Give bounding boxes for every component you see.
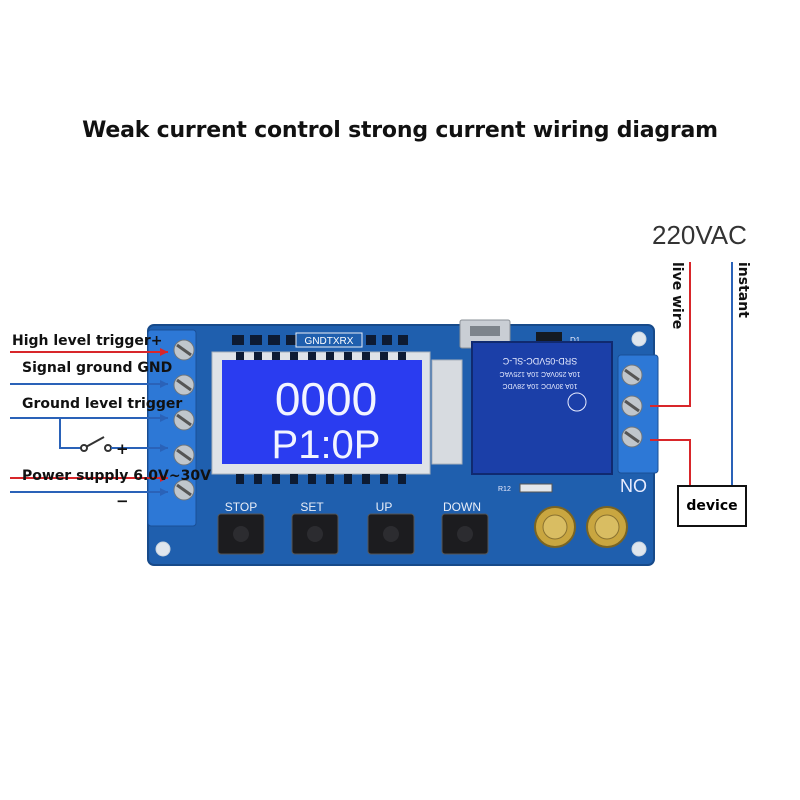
pin-header-label: GNDTXRX bbox=[305, 336, 354, 347]
right-terminal-block bbox=[617, 354, 659, 474]
instant-label: instant bbox=[735, 262, 751, 318]
device-box: device bbox=[677, 485, 747, 527]
pin-header-top bbox=[232, 335, 298, 345]
capacitor bbox=[586, 506, 628, 548]
relay-model: SRD-05VDC-SL-C bbox=[502, 356, 577, 366]
mounting-hole bbox=[631, 331, 647, 347]
resistor-label: R12 bbox=[498, 486, 511, 493]
relay-rating-dc: 10A 30VDC 10A 28VDC bbox=[502, 382, 577, 389]
set-button bbox=[291, 513, 339, 555]
pin-header-right bbox=[366, 335, 408, 345]
live-wire bbox=[650, 262, 691, 407]
capacitor bbox=[534, 506, 576, 548]
relay bbox=[471, 341, 613, 475]
left-wires bbox=[10, 351, 168, 493]
right-wires bbox=[650, 262, 733, 485]
set-button-label: SET bbox=[300, 500, 324, 514]
up-button bbox=[367, 513, 415, 555]
high-level-trigger-label: High level trigger+ bbox=[12, 333, 163, 349]
power-supply-label: Power supply 6.0V~30V bbox=[22, 468, 211, 484]
relay-rating-ac: 10A 250VAC 10A 125VAC bbox=[499, 370, 580, 377]
diagram-title: Weak current control strong current wiri… bbox=[82, 118, 718, 143]
ground-level-trigger-label: Ground level trigger bbox=[22, 396, 183, 412]
up-button-label: UP bbox=[376, 500, 393, 514]
signal-ground-label: Signal ground GND bbox=[22, 360, 173, 376]
lcd-screen bbox=[222, 360, 422, 464]
resistor bbox=[519, 483, 553, 493]
lcd-bottom-digits: P1:0P bbox=[272, 423, 381, 467]
live-wire-label: live wire bbox=[669, 262, 685, 330]
relay-to-device-wire bbox=[650, 439, 691, 485]
lcd-top-digits: 0000 bbox=[275, 373, 377, 425]
minus-sign: − bbox=[116, 492, 129, 510]
down-button bbox=[441, 513, 489, 555]
down-button-label: DOWN bbox=[443, 500, 481, 514]
diode-label: D1 bbox=[570, 336, 581, 345]
cqc-mark bbox=[567, 392, 587, 412]
switch-lead-left bbox=[59, 418, 84, 449]
wire-arrows bbox=[160, 348, 168, 496]
stop-button-label: STOP bbox=[225, 500, 257, 514]
mounting-hole bbox=[155, 541, 171, 557]
no-label: NO bbox=[620, 476, 647, 496]
mounting-hole bbox=[631, 541, 647, 557]
ac-voltage-label: 220VAC bbox=[652, 220, 747, 250]
plus-sign: + bbox=[116, 440, 129, 458]
stop-button bbox=[217, 513, 265, 555]
